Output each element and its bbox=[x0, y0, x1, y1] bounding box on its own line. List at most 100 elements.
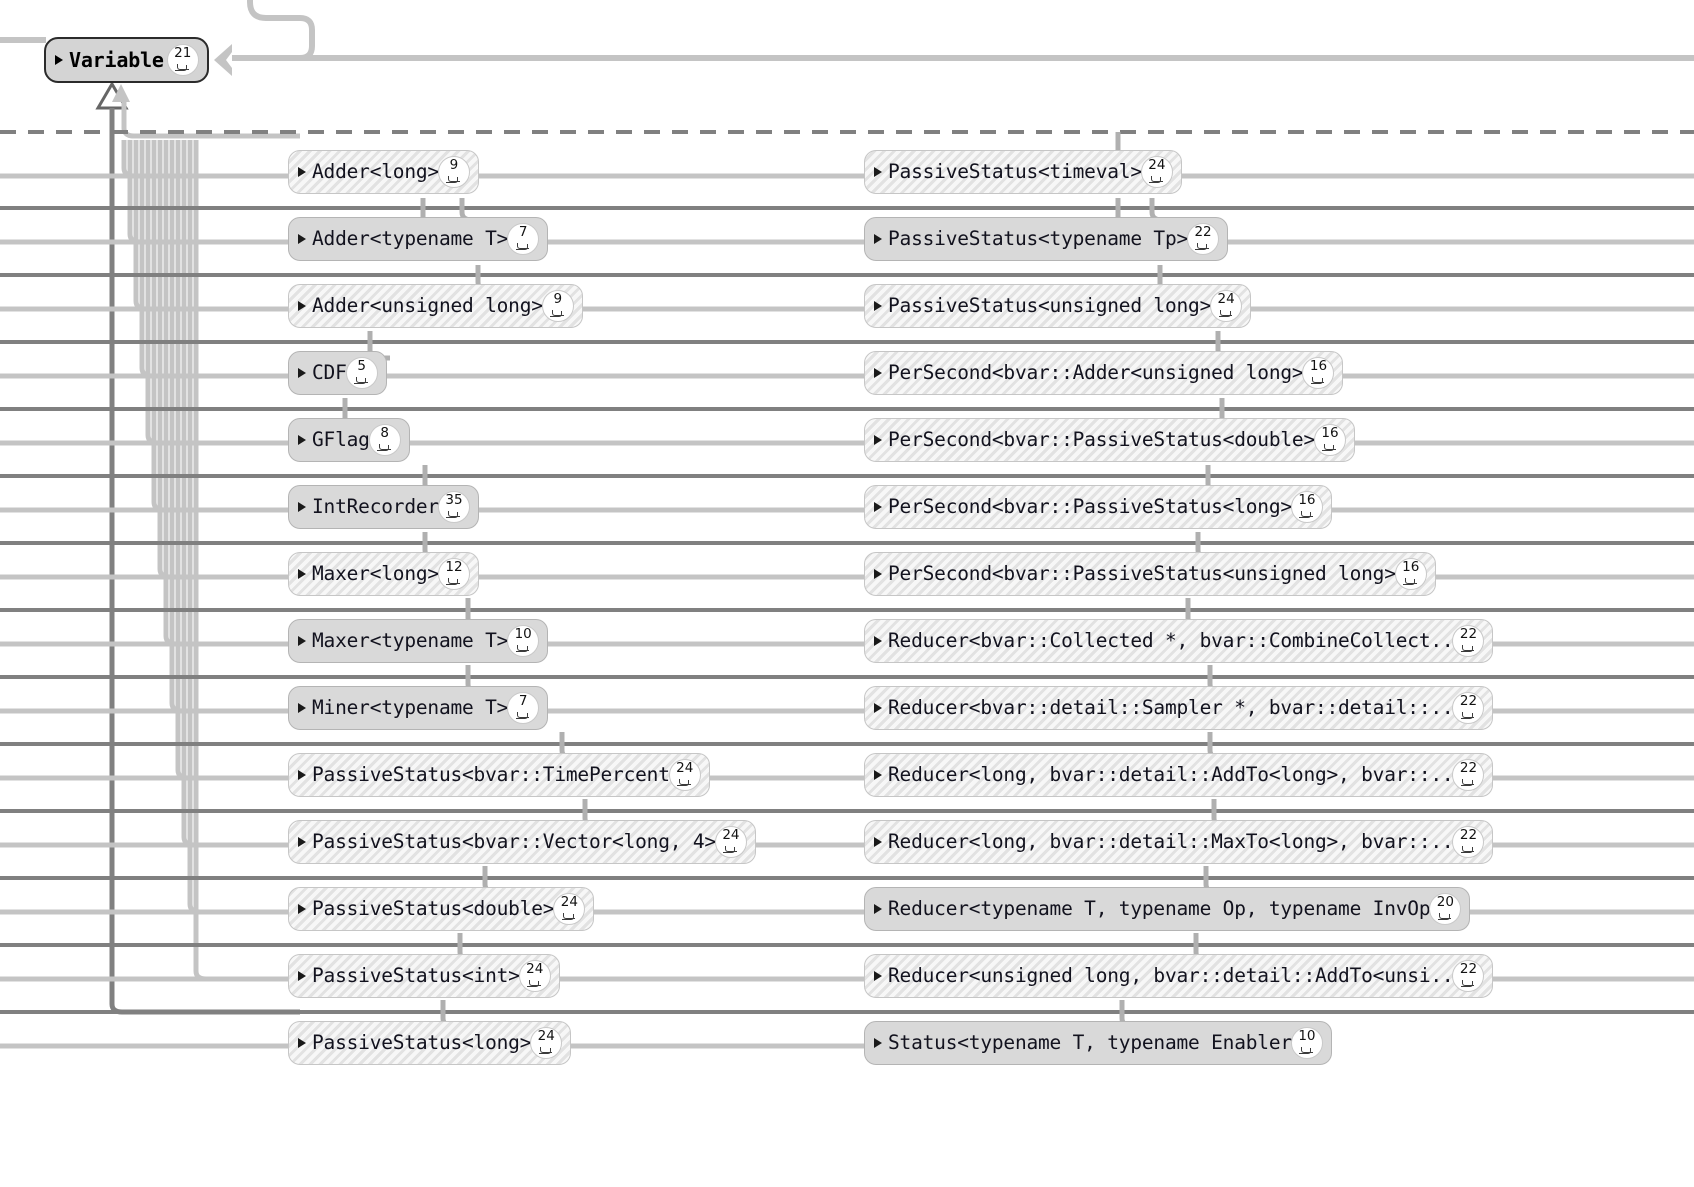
class-node[interactable]: Maxer<typename T>10 bbox=[288, 619, 549, 663]
class-node[interactable]: Reducer<long, bvar::detail::MaxTo<long>,… bbox=[864, 820, 1494, 864]
triangle-right-icon[interactable] bbox=[298, 837, 306, 847]
class-node-label: IntRecorder bbox=[312, 495, 439, 519]
class-node[interactable]: PassiveStatus<long>24 bbox=[288, 1021, 572, 1065]
chevron-down-icon bbox=[447, 176, 460, 182]
class-node[interactable]: PerSecond<bvar::Adder<unsigned long>16 bbox=[864, 351, 1344, 395]
triangle-right-icon[interactable] bbox=[298, 904, 306, 914]
triangle-right-icon[interactable] bbox=[298, 167, 306, 177]
class-node-label: PassiveStatus<bvar::TimePercent bbox=[312, 763, 670, 787]
chevron-down-icon bbox=[1323, 444, 1336, 450]
class-node[interactable]: PerSecond<bvar::PassiveStatus<long>16 bbox=[864, 485, 1332, 529]
member-count-badge[interactable]: 7 bbox=[507, 692, 540, 724]
triangle-right-icon[interactable] bbox=[55, 55, 63, 65]
member-count-badge[interactable]: 12 bbox=[437, 558, 470, 590]
member-count-badge[interactable]: 24 bbox=[530, 1027, 563, 1059]
member-count-badge[interactable]: 8 bbox=[368, 424, 401, 456]
triangle-right-icon[interactable] bbox=[874, 1038, 882, 1048]
chevron-down-icon bbox=[447, 578, 460, 584]
triangle-right-icon[interactable] bbox=[874, 904, 882, 914]
member-count-badge[interactable]: 22 bbox=[1452, 625, 1485, 657]
class-node-variable[interactable]: Variable 21 bbox=[44, 37, 209, 83]
member-count-badge[interactable]: 22 bbox=[1452, 960, 1485, 992]
triangle-right-icon[interactable] bbox=[874, 703, 882, 713]
class-node-label: PassiveStatus<long> bbox=[312, 1031, 532, 1055]
member-count-badge[interactable]: 5 bbox=[345, 357, 378, 389]
triangle-right-icon[interactable] bbox=[874, 837, 882, 847]
class-node[interactable]: PerSecond<bvar::PassiveStatus<unsigned l… bbox=[864, 552, 1436, 596]
triangle-right-icon[interactable] bbox=[298, 301, 306, 311]
triangle-right-icon[interactable] bbox=[298, 971, 306, 981]
member-count-badge[interactable]: 22 bbox=[1452, 826, 1485, 858]
triangle-right-icon[interactable] bbox=[298, 703, 306, 713]
class-node[interactable]: PassiveStatus<unsigned long>24 bbox=[864, 284, 1252, 328]
class-node-label: PassiveStatus<bvar::Vector<long, 4> bbox=[312, 830, 716, 854]
class-node[interactable]: PassiveStatus<bvar::Vector<long, 4>24 bbox=[288, 820, 756, 864]
class-node[interactable]: Reducer<unsigned long, bvar::detail::Add… bbox=[864, 954, 1494, 998]
member-count-badge[interactable]: 9 bbox=[437, 156, 470, 188]
member-count-badge[interactable]: 16 bbox=[1290, 491, 1323, 523]
triangle-right-icon[interactable] bbox=[298, 770, 306, 780]
triangle-right-icon[interactable] bbox=[874, 770, 882, 780]
member-count-badge[interactable]: 16 bbox=[1302, 357, 1335, 389]
class-node[interactable]: Maxer<long>12 bbox=[288, 552, 479, 596]
triangle-right-icon[interactable] bbox=[874, 502, 882, 512]
triangle-right-icon[interactable] bbox=[874, 167, 882, 177]
class-node[interactable]: PassiveStatus<typename Tp>22 bbox=[864, 217, 1229, 261]
triangle-right-icon[interactable] bbox=[298, 569, 306, 579]
member-count-badge[interactable]: 16 bbox=[1313, 424, 1346, 456]
chevron-down-icon bbox=[678, 779, 691, 785]
class-node[interactable]: PassiveStatus<double>24 bbox=[288, 887, 595, 931]
chevron-down-icon bbox=[517, 645, 530, 651]
class-node[interactable]: Reducer<long, bvar::detail::AddTo<long>,… bbox=[864, 753, 1494, 797]
member-count-badge[interactable]: 21 bbox=[166, 44, 199, 76]
member-count-badge[interactable]: 35 bbox=[437, 491, 470, 523]
member-count-badge[interactable]: 24 bbox=[1140, 156, 1173, 188]
triangle-right-icon[interactable] bbox=[874, 971, 882, 981]
member-count-badge[interactable]: 10 bbox=[507, 625, 540, 657]
member-count-badge[interactable]: 24 bbox=[1210, 290, 1243, 322]
member-count-badge[interactable]: 16 bbox=[1394, 558, 1427, 590]
member-count-badge[interactable]: 20 bbox=[1429, 893, 1462, 925]
class-node[interactable]: Adder<typename T>7 bbox=[288, 217, 549, 261]
member-count-badge[interactable]: 24 bbox=[518, 960, 551, 992]
member-count-badge[interactable]: 9 bbox=[541, 290, 574, 322]
triangle-right-icon[interactable] bbox=[298, 1038, 306, 1048]
member-count-badge[interactable]: 24 bbox=[553, 893, 586, 925]
class-node[interactable]: PerSecond<bvar::PassiveStatus<double>16 bbox=[864, 418, 1355, 462]
class-node-label: Maxer<typename T> bbox=[312, 629, 509, 653]
class-node[interactable]: Reducer<typename T, typename Op, typenam… bbox=[864, 887, 1471, 931]
member-count-badge[interactable]: 22 bbox=[1187, 223, 1220, 255]
member-count-badge[interactable]: 10 bbox=[1290, 1027, 1323, 1059]
class-node[interactable]: Adder<unsigned long>9 bbox=[288, 284, 583, 328]
triangle-right-icon[interactable] bbox=[874, 368, 882, 378]
member-count-badge[interactable]: 22 bbox=[1452, 692, 1485, 724]
triangle-right-icon[interactable] bbox=[298, 234, 306, 244]
triangle-right-icon[interactable] bbox=[874, 435, 882, 445]
member-count-badge[interactable]: 7 bbox=[507, 223, 540, 255]
class-node[interactable]: Miner<typename T>7 bbox=[288, 686, 549, 730]
triangle-right-icon[interactable] bbox=[298, 435, 306, 445]
class-node[interactable]: Reducer<bvar::Collected *, bvar::Combine… bbox=[864, 619, 1494, 663]
member-count-badge[interactable]: 22 bbox=[1452, 759, 1485, 791]
chevron-down-icon bbox=[1462, 980, 1475, 986]
triangle-right-icon[interactable] bbox=[874, 569, 882, 579]
triangle-right-icon[interactable] bbox=[298, 502, 306, 512]
triangle-right-icon[interactable] bbox=[298, 636, 306, 646]
class-node[interactable]: PassiveStatus<int>24 bbox=[288, 954, 560, 998]
member-count-badge[interactable]: 24 bbox=[668, 759, 701, 791]
class-node[interactable]: Adder<long>9 bbox=[288, 150, 479, 194]
member-count-badge[interactable]: 24 bbox=[714, 826, 747, 858]
triangle-right-icon[interactable] bbox=[298, 368, 306, 378]
class-node[interactable]: Reducer<bvar::detail::Sampler *, bvar::d… bbox=[864, 686, 1494, 730]
triangle-right-icon[interactable] bbox=[874, 636, 882, 646]
triangle-right-icon[interactable] bbox=[874, 234, 882, 244]
chevron-down-icon bbox=[1300, 511, 1313, 517]
class-node[interactable]: PassiveStatus<timeval>24 bbox=[864, 150, 1182, 194]
triangle-right-icon[interactable] bbox=[874, 301, 882, 311]
